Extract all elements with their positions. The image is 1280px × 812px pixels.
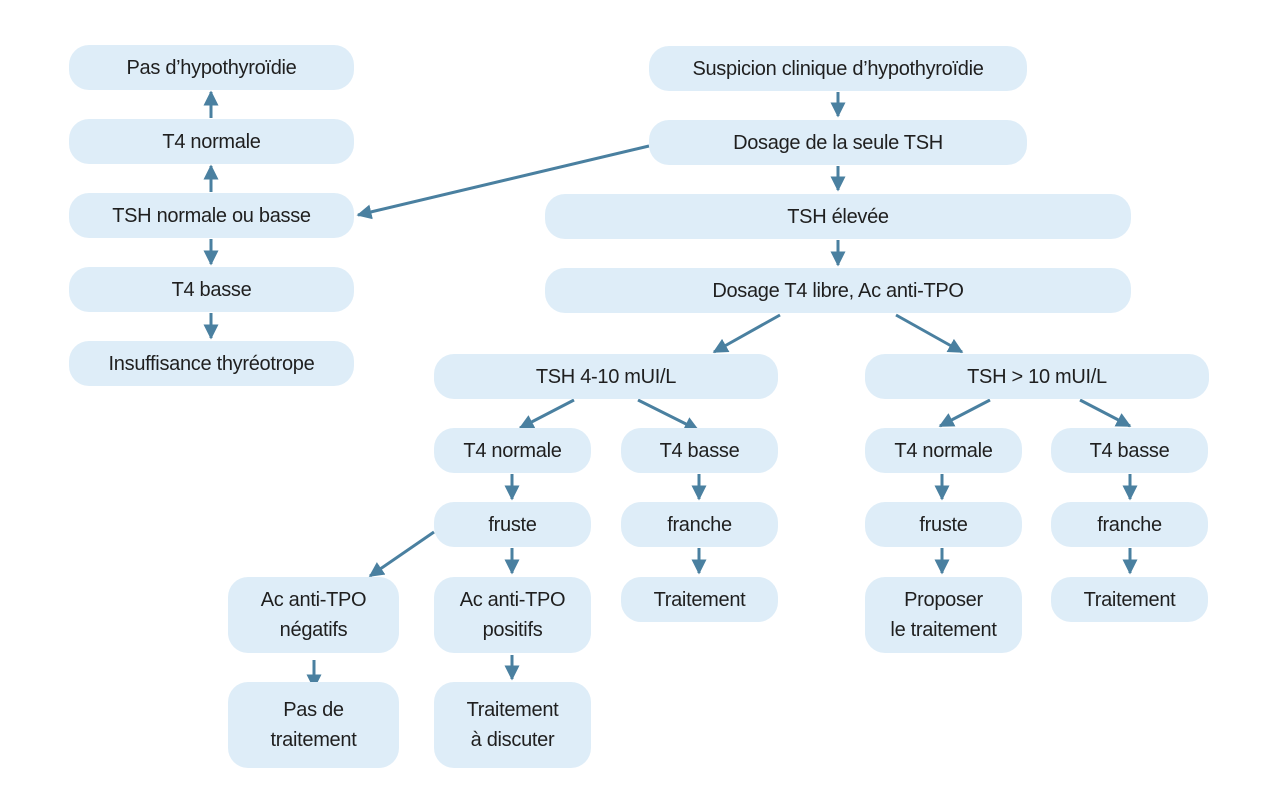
node-dosage-seule-tsh: Dosage de la seule TSH xyxy=(649,120,1027,165)
node-t4-normale-left: T4 normale xyxy=(69,119,354,164)
node-traitement-a-discuter: Traitement à discuter xyxy=(434,682,591,768)
arrow-dosage-t4-to-tsh-4-10 xyxy=(712,313,781,354)
node-t4-basse-b: T4 basse xyxy=(1051,428,1208,473)
node-suspicion-clinique: Suspicion clinique d’hypothyroïdie xyxy=(649,46,1027,91)
node-t4-normale-b: T4 normale xyxy=(865,428,1022,473)
node-t4-basse-a: T4 basse xyxy=(621,428,778,473)
arrow-fruste-a-to-ac-negatifs xyxy=(368,530,435,578)
node-tsh-elevee: TSH élevée xyxy=(545,194,1131,239)
node-fruste-b: fruste xyxy=(865,502,1022,547)
arrow-dosage-tsh-to-tsh-normale xyxy=(356,144,650,220)
node-tsh-gt-10: TSH > 10 mUI/L xyxy=(865,354,1209,399)
node-t4-normale-a: T4 normale xyxy=(434,428,591,473)
node-ac-anti-tpo-positifs: Ac anti-TPO positifs xyxy=(434,577,591,653)
node-franche-b: franche xyxy=(1051,502,1208,547)
node-franche-a: franche xyxy=(621,502,778,547)
arrow-tsh-gt-10-to-t4-normale xyxy=(938,398,991,428)
node-fruste-a: fruste xyxy=(434,502,591,547)
node-proposer-traitement: Proposer le traitement xyxy=(865,577,1022,653)
node-traitement-b: Traitement xyxy=(1051,577,1208,622)
arrow-tsh-4-10-to-t4-basse xyxy=(637,398,700,432)
arrow-tsh-4-10-to-t4-normale xyxy=(518,398,575,430)
arrow-tsh-gt-10-to-t4-basse xyxy=(1079,398,1132,428)
node-t4-basse-left: T4 basse xyxy=(69,267,354,312)
node-pas-de-traitement: Pas de traitement xyxy=(228,682,399,768)
node-pas-hypothyroidie: Pas d’hypothyroïdie xyxy=(69,45,354,90)
node-tsh-4-10: TSH 4-10 mUI/L xyxy=(434,354,778,399)
arrow-dosage-t4-to-tsh-gt-10 xyxy=(895,313,964,354)
node-insuffisance-thyreotrope: Insuffisance thyréotrope xyxy=(69,341,354,386)
node-traitement-a: Traitement xyxy=(621,577,778,622)
node-ac-anti-tpo-negatifs: Ac anti-TPO négatifs xyxy=(228,577,399,653)
node-tsh-normale-ou-basse: TSH normale ou basse xyxy=(69,193,354,238)
node-dosage-t4-libre: Dosage T4 libre, Ac anti-TPO xyxy=(545,268,1131,313)
